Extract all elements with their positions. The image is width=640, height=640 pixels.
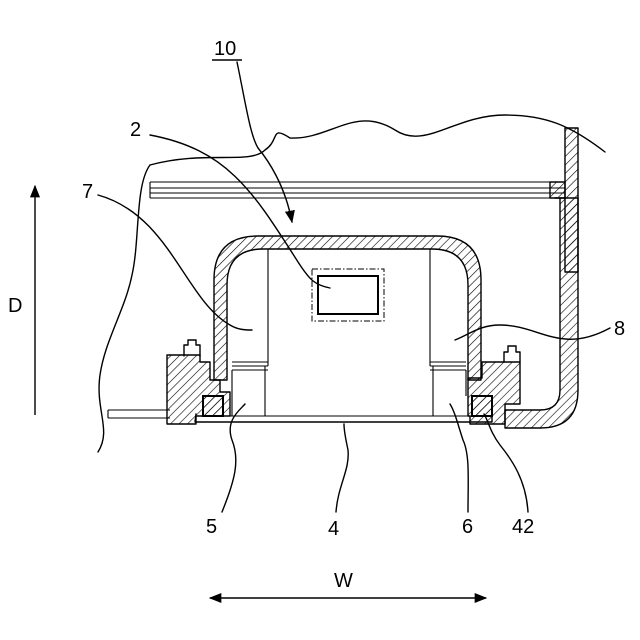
break-line-left — [98, 165, 150, 452]
seal-left — [203, 396, 223, 416]
break-line-top — [150, 115, 605, 165]
housing-flange-upper — [150, 182, 565, 188]
flange-joint — [550, 182, 565, 198]
label-cover: 2 — [130, 119, 141, 141]
label-assembly: 10 — [214, 38, 236, 60]
label-left-spacer: 5 — [206, 516, 217, 538]
label-bottom-plate: 4 — [328, 518, 339, 540]
right-spacer-6 — [430, 366, 466, 416]
chip — [318, 276, 378, 314]
label-right-part: 8 — [614, 318, 625, 340]
leader-4 — [336, 424, 348, 512]
left-block-7 — [232, 249, 268, 366]
housing-flange-lower — [150, 193, 565, 198]
label-depth-axis: D — [8, 295, 22, 317]
label-right-spacer: 6 — [462, 516, 473, 538]
leader-6 — [450, 404, 468, 512]
leader-5 — [222, 404, 245, 512]
left-stud — [184, 340, 200, 356]
base-line — [108, 410, 170, 418]
left-spacer-5 — [232, 366, 268, 416]
seal-right — [472, 396, 492, 416]
right-block-8 — [430, 249, 466, 366]
label-seal: 42 — [512, 516, 534, 538]
label-left-part: 7 — [82, 181, 93, 203]
bottom-plate — [195, 414, 492, 422]
right-stud — [504, 346, 520, 362]
leader-2 — [150, 135, 330, 288]
label-width-axis: W — [334, 570, 353, 592]
